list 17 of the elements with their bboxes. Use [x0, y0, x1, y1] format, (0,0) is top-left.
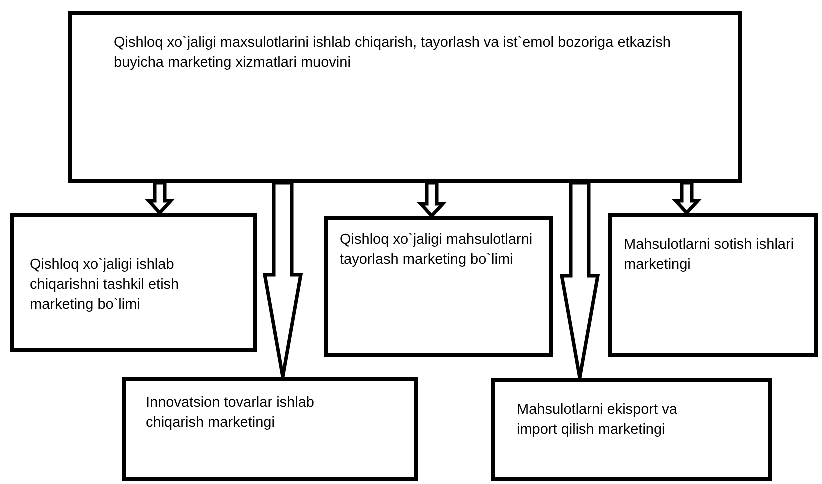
block-arrow [417, 181, 447, 219]
box-text: Qishloq xo`jaligi maxsulotlarini ishlab chiqarish, tayorlash va ist`emol bozoriga etkazish buyicha marketing xizmatlari muovini [114, 34, 672, 73]
org-box [68, 11, 742, 183]
org-box [491, 378, 772, 481]
org-box [608, 213, 818, 357]
org-box [324, 216, 553, 357]
org-box [122, 377, 418, 481]
box-text: Mahsulotlarni ekisport va import qilish marketingi [517, 401, 678, 440]
org-box [10, 213, 257, 352]
block-arrow [262, 181, 304, 379]
block-arrow [672, 181, 702, 216]
box-text: Qishloq xo`jaligi ishlab chiqarishni tashkil etish marketing bo`limi [30, 256, 180, 315]
box-text: Innovatsion tovarlar ishlab chiqarish marketingi [146, 394, 316, 433]
box-text: Qishloq xo`jaligi mahsulotlarni tayorlash marketing bo`limi [340, 231, 534, 270]
block-arrow [560, 181, 600, 380]
box-text: Mahsulotlarni sotish ishlari marketingi [624, 236, 796, 275]
block-arrow [145, 181, 175, 216]
